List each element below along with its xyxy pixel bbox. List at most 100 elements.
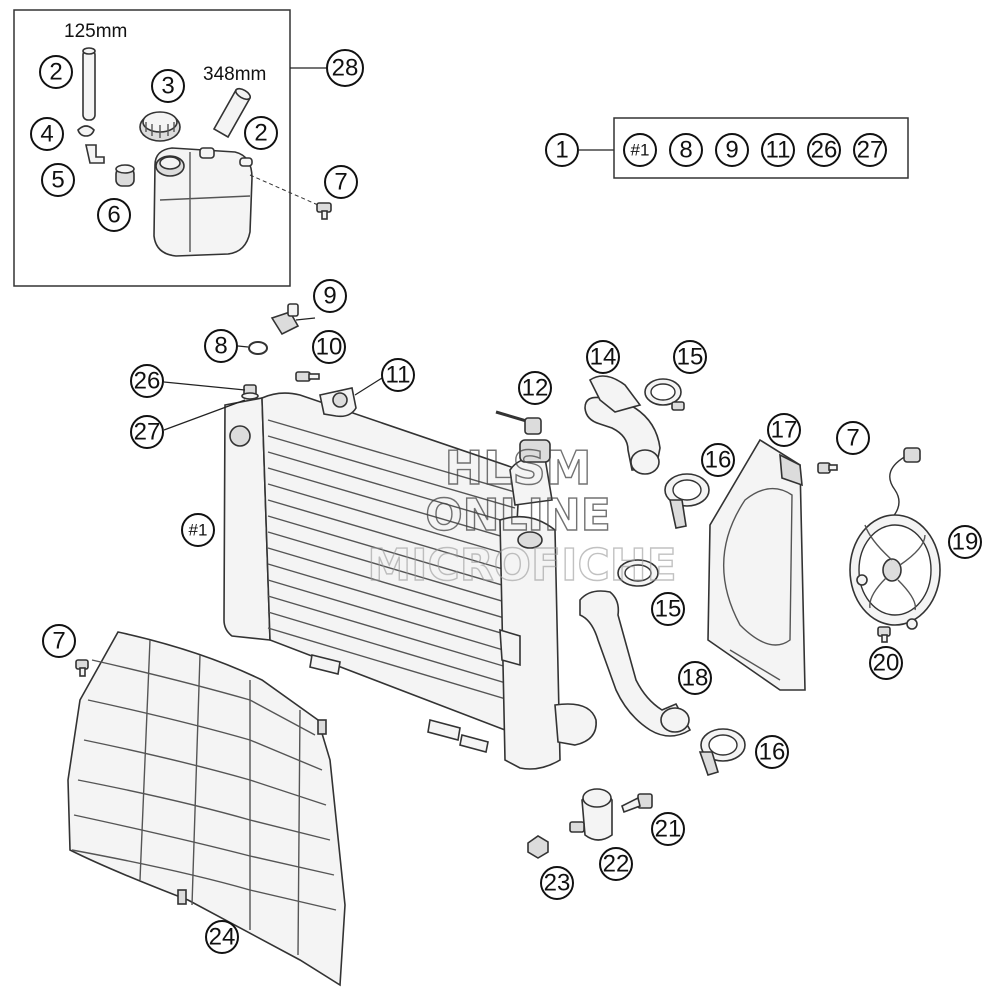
svg-text:27: 27 [857,137,884,164]
callout-7a: 7 [324,165,358,199]
kit-item-11: 11 [761,133,795,167]
callout-27: 27 [130,415,164,449]
svg-text:8: 8 [214,333,227,360]
callout-24: 24 [205,920,239,954]
hose-clamp-16b [698,728,746,776]
expansion-tank [153,147,253,257]
hose-clamp-15a [644,378,685,411]
callout-16b: 16 [755,735,789,769]
svg-text:24: 24 [209,924,236,951]
kit-item-9: 9 [715,133,749,167]
callout-22: 22 [599,847,633,881]
kit-item-8: 8 [669,133,703,167]
watermark: HLSM ONLINE MICROFICHE [367,440,678,591]
callout-11: 11 [381,358,415,392]
svg-text:10: 10 [316,334,343,361]
radiator-cap-12 [495,410,542,435]
svg-text:17: 17 [771,417,798,444]
svg-text:9: 9 [725,137,738,164]
radiator [223,387,597,770]
callout-26: 26 [130,364,164,398]
svg-text:15: 15 [677,344,704,371]
callout-6: 6 [97,198,131,232]
svg-text:11: 11 [766,137,791,164]
svg-text:26: 26 [811,137,838,164]
callout-28: 28 [326,49,364,87]
svg-text:12: 12 [522,375,549,402]
kit-item-27: 27 [853,133,887,167]
callout-21: 21 [651,812,685,846]
callout-8: 8 [204,329,238,363]
svg-text:2: 2 [254,120,267,147]
callout-19: 19 [948,525,982,559]
shroud-bolt [817,462,838,474]
callout-20: 20 [869,646,903,680]
callout-23: 23 [540,866,574,900]
svg-text:9: 9 [323,283,336,310]
callout-2a: 2 [39,55,73,89]
kit-item-radiator: #1 [623,133,657,167]
svg-text:#1: #1 [189,521,208,540]
callout-4: 4 [30,117,64,151]
radiator-grille [67,631,346,987]
hose-125mm [82,47,96,121]
svg-text:7: 7 [52,628,65,655]
callout-9: 9 [313,279,347,313]
callout-15b: 15 [651,592,685,626]
svg-text:8: 8 [679,137,692,164]
svg-text:16: 16 [705,447,732,474]
svg-text:4: 4 [40,121,53,148]
svg-text:7: 7 [334,169,347,196]
callout-3: 3 [151,69,185,103]
svg-text:6: 6 [107,202,120,229]
svg-text:14: 14 [590,344,617,371]
callout-radiator: #1 [181,513,215,547]
upper-hose [584,375,661,475]
svg-text:11: 11 [386,362,411,389]
kit-box [613,117,909,179]
kit-item-26: 26 [807,133,841,167]
svg-text:3: 3 [161,73,174,100]
svg-text:28: 28 [332,55,359,82]
small-hose-clamp [77,125,95,137]
callout-5: 5 [41,163,75,197]
watermark-line3: MICROFICHE [367,540,676,591]
svg-text:15: 15 [655,596,682,623]
svg-text:21: 21 [655,816,682,843]
svg-text:2: 2 [49,59,62,86]
hex-nut-23 [527,835,549,859]
hose-348mm [212,87,252,139]
svg-text:1: 1 [555,137,568,164]
callout-2b: 2 [244,116,278,150]
svg-text:7: 7 [846,425,859,452]
rubber-mount-22 [569,788,613,841]
svg-text:19: 19 [952,529,979,556]
lower-hose [579,590,692,737]
cooling-fan [849,447,941,630]
svg-text:22: 22 [603,851,630,878]
svg-text:26: 26 [134,368,161,395]
fan-bolt [877,626,891,643]
tank-bolt [249,174,332,220]
svg-text:18: 18 [682,665,709,692]
callout-7c: 7 [42,624,76,658]
hex-bolt-21 [621,793,653,814]
callout-14: 14 [586,340,620,374]
svg-text:16: 16 [759,739,786,766]
callout-15a: 15 [673,340,707,374]
callout-7b: 7 [836,421,870,455]
rubber-grommet [115,164,135,187]
sensor-o-ring [248,341,268,355]
callout-10: 10 [312,330,346,364]
callout-12: 12 [518,371,552,405]
svg-text:23: 23 [544,870,571,897]
watermark-line2: ONLINE [425,490,611,541]
svg-text:20: 20 [873,650,900,677]
svg-text:27: 27 [134,419,161,446]
dimension-125mm: 125mm [64,21,127,42]
dimension-348mm: 348mm [203,64,266,85]
callout-17: 17 [767,413,801,447]
watermark-line1: HLSM [445,441,592,495]
mounting-bolt-10 [295,371,320,382]
